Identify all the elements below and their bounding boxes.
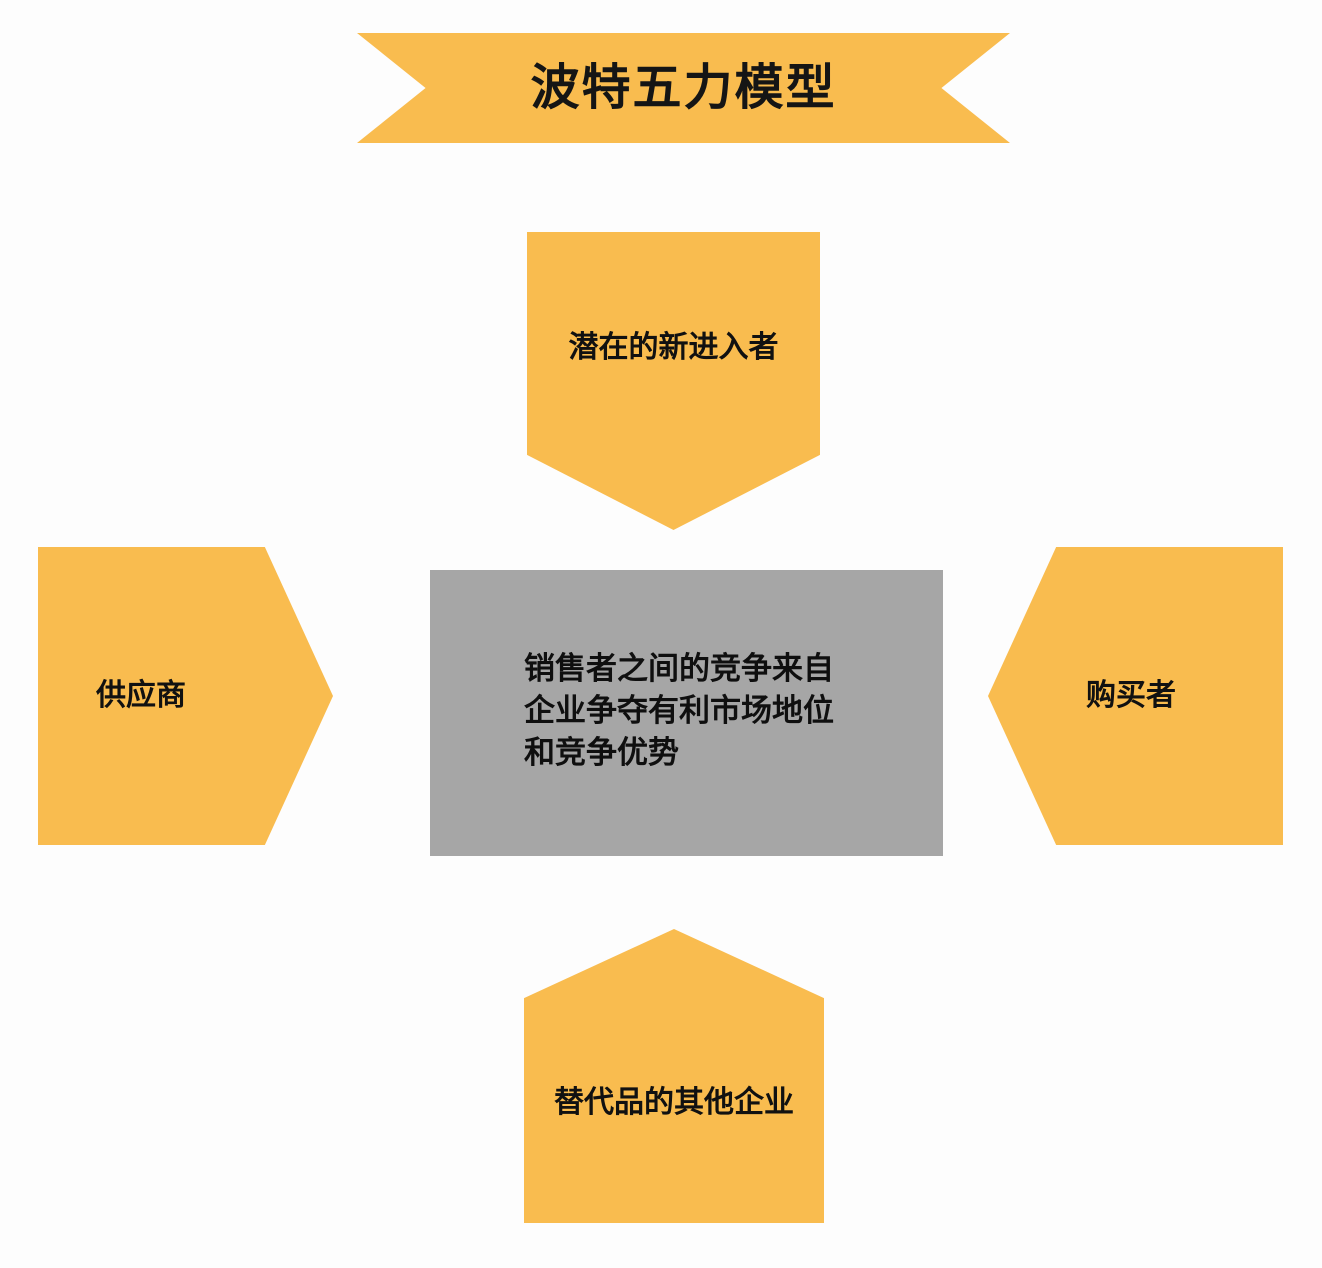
page-title: 波特五力模型 bbox=[530, 60, 837, 115]
force-node-substitutes[interactable]: 替代品的其他企业 bbox=[524, 929, 824, 1223]
force-node-suppliers[interactable]: 供应商 bbox=[38, 547, 333, 845]
force-node-new-entrants-label: 潜在的新进入者 bbox=[568, 331, 779, 364]
force-node-buyers[interactable]: 购买者 bbox=[988, 547, 1283, 845]
force-node-substitutes-label: 替代品的其他企业 bbox=[554, 1086, 794, 1119]
title-banner: 波特五力模型 bbox=[357, 33, 1010, 143]
force-node-rivalry[interactable]: 销售者之间的竞争来自 企业争夺有利市场地位 和竞争优势 bbox=[430, 570, 943, 856]
force-node-rivalry-label: 销售者之间的竞争来自 企业争夺有利市场地位 和竞争优势 bbox=[524, 651, 834, 771]
force-node-new-entrants[interactable]: 潜在的新进入者 bbox=[527, 232, 820, 530]
force-node-suppliers-label: 供应商 bbox=[96, 679, 186, 712]
force-node-buyers-label: 购买者 bbox=[1086, 679, 1176, 712]
